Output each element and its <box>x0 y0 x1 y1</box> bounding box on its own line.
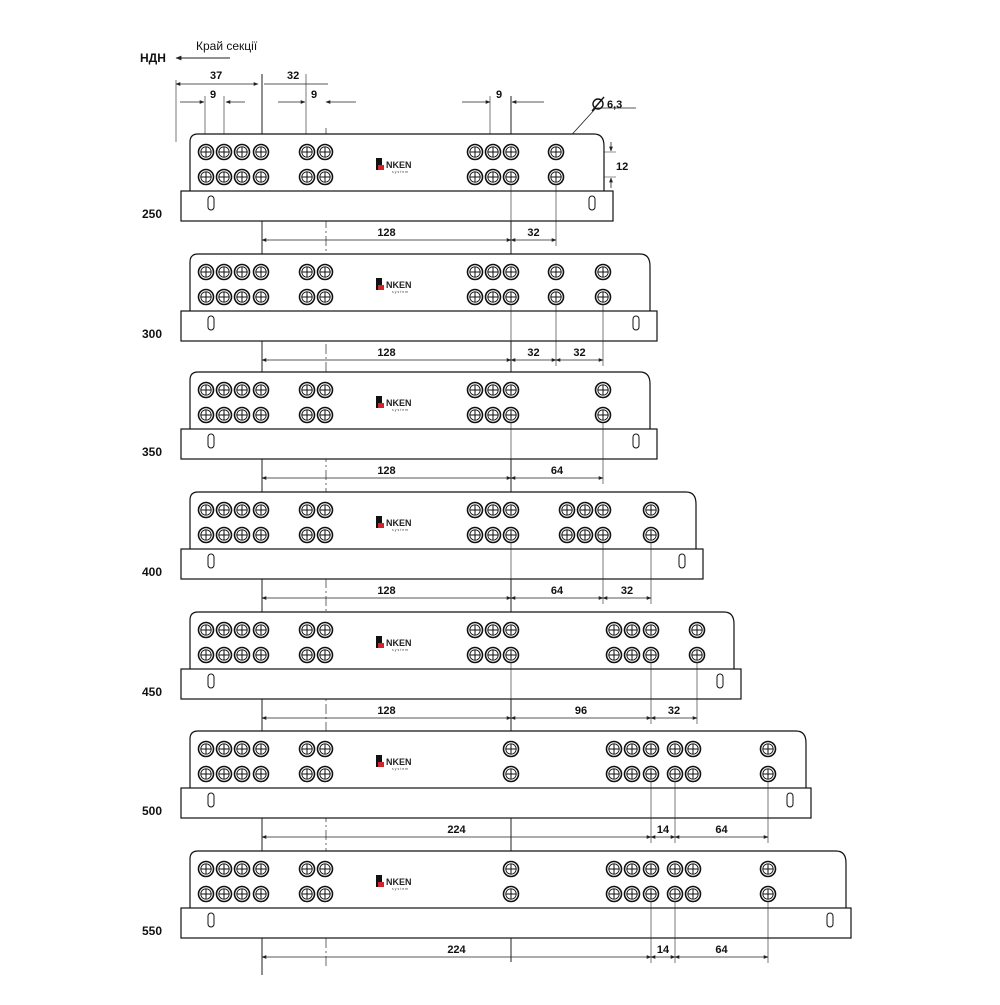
rail-dimension: 64 <box>715 824 728 836</box>
rail-dimension: 224 <box>447 944 466 956</box>
brand-sub: system <box>392 408 409 412</box>
rail-dimension: 128 <box>377 465 395 477</box>
rail-dimension: 64 <box>551 585 564 597</box>
rail-plate <box>189 730 807 790</box>
linken-logo-icon <box>376 755 382 767</box>
rail-size-label: 500 <box>142 804 162 818</box>
rail-size-label: 300 <box>142 327 162 341</box>
brand-name: NKEN <box>386 638 412 648</box>
rail-bar <box>180 190 614 222</box>
brand-name: NKEN <box>386 160 412 170</box>
dim-32: 32 <box>287 70 299 82</box>
brand-name: NKEN <box>386 877 412 887</box>
edge-label: Край секції <box>196 39 258 53</box>
linken-logo-icon <box>376 278 382 290</box>
slot-left <box>207 195 215 211</box>
dim-9-mid: 9 <box>311 89 317 101</box>
rail-dimension: 32 <box>668 705 680 717</box>
dim-12: 12 <box>616 161 628 173</box>
slot-right <box>678 553 686 569</box>
slot-left <box>207 673 215 689</box>
linken-logo-icon <box>376 516 382 528</box>
origin-label: НДН <box>140 51 166 65</box>
brand-name: NKEN <box>386 280 412 290</box>
dim-37: 37 <box>210 70 222 82</box>
rail-size-label: 550 <box>142 924 162 938</box>
brand-sub: system <box>392 170 409 174</box>
rail-plate <box>189 850 847 910</box>
slot-right <box>588 195 596 211</box>
brand-name: NKEN <box>386 398 412 408</box>
slot-right <box>786 792 794 808</box>
slot-left <box>207 912 215 928</box>
rail-dimension: 64 <box>551 465 564 477</box>
rail-dimension: 128 <box>377 347 395 359</box>
rail-dimension: 32 <box>527 347 539 359</box>
rail-dimension: 224 <box>447 824 466 836</box>
rail-dimension: 32 <box>527 227 539 239</box>
brand-sub: system <box>392 528 409 532</box>
brand-sub: system <box>392 648 409 652</box>
rail-bar <box>180 668 742 700</box>
linken-logo-icon <box>376 396 382 408</box>
slot-left <box>207 553 215 569</box>
rail-dimension: 32 <box>621 585 633 597</box>
linken-logo-icon <box>376 875 382 887</box>
rail-bar <box>180 787 812 819</box>
brand-name: NKEN <box>386 518 412 528</box>
linken-logo-icon <box>376 158 382 170</box>
brand-sub: system <box>392 767 409 771</box>
rail-dimension: 128 <box>377 705 395 717</box>
slot-left <box>207 433 215 449</box>
brand-sub: system <box>392 290 409 294</box>
brand-sub: system <box>392 887 409 891</box>
linken-logo-icon <box>376 636 382 648</box>
dim-9-right: 9 <box>496 89 502 101</box>
rail-size-label: 250 <box>142 207 162 221</box>
rail-dimension: 128 <box>377 227 395 239</box>
slot-left <box>207 315 215 331</box>
brand-name: NKEN <box>386 757 412 767</box>
slot-right <box>632 433 640 449</box>
rail-bar <box>180 907 852 939</box>
rail-dimension: 96 <box>575 705 587 717</box>
rail-dimension: 64 <box>715 944 728 956</box>
rail-dimension: 14 <box>657 944 670 956</box>
rail-dimension: 32 <box>573 347 585 359</box>
rail-dimension: 14 <box>657 824 670 836</box>
rail-bar <box>180 548 704 580</box>
slot-right <box>826 912 834 928</box>
dim-9-left: 9 <box>210 89 216 101</box>
slot-right <box>716 673 724 689</box>
slot-right <box>632 315 640 331</box>
diameter-symbol-icon <box>592 98 604 110</box>
rail-size-label: 450 <box>142 685 162 699</box>
rail-bar <box>180 310 658 342</box>
slot-left <box>207 792 215 808</box>
rail-bar <box>180 428 658 460</box>
dim-hole-diameter: 6,3 <box>607 99 622 111</box>
rail-size-label: 350 <box>142 445 162 459</box>
rail-size-label: 400 <box>142 565 162 579</box>
rail-dimension: 128 <box>377 585 395 597</box>
